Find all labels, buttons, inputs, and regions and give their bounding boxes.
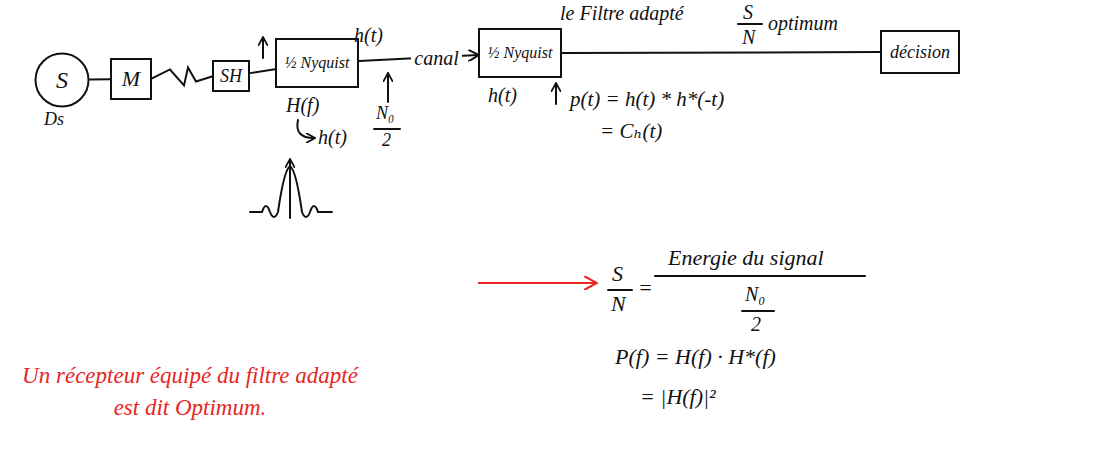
filter-box: ½ Nyquist [275,38,359,88]
fraction-bottom: 2 [382,131,391,151]
node-text: M [122,66,140,92]
fraction-bar [742,310,774,312]
node-text: ½ Nyquist [488,44,553,62]
filter-box: ½ Nyquist [478,28,562,78]
red-arrow [478,282,596,284]
source-circle: S [34,52,90,108]
node-text: décision [890,42,950,63]
output-arrow [555,84,557,104]
signal-name: H(f) [286,94,319,116]
noise-arrow [387,74,389,102]
signal-line [562,52,880,54]
title-note: le Filtre adapté [560,2,684,24]
fraction-top: S [743,1,753,23]
node-text: ½ Nyquist [285,54,350,72]
input-arrow [262,38,264,58]
sample-hold-box: SH [212,60,250,92]
modulator-box: M [110,58,152,100]
decision-box: décision [880,30,960,74]
signal-line [250,69,275,73]
signal-line [90,79,110,80]
fraction-bar [738,23,762,25]
hook-arrow [297,120,314,138]
formula: p(t) = h(t) * h*(-t) [570,88,724,111]
signal-name: h(t) [488,84,517,106]
fraction-bottom: N [742,26,755,48]
formula: = Cₕ(t) [600,120,662,143]
fraction-bottom: 2 [751,313,761,335]
node-text: SH [220,66,242,87]
fraction-bottom: N [611,292,626,316]
fraction-bar [608,289,632,291]
fraction-top: S [612,262,623,286]
edge-label: canal [411,47,461,69]
signal-line [152,67,212,85]
formula: P(f) = H(f) · H*(f) [615,345,776,369]
node-text: S [56,67,68,94]
fraction-top: Energie du signal [668,246,824,270]
source-label: Ds [44,110,64,130]
red-note: Un récepteur équipé du filtre adapté est… [20,360,360,424]
pulse-axis [289,160,291,218]
note-text: optimum [768,12,838,34]
fraction-top: N₀ [376,104,394,124]
signal-name: h(t) [318,126,347,148]
fraction-bar [374,128,400,130]
fraction-top: N₀ [745,283,765,305]
equals-sign: = [638,276,653,300]
fraction-bar [655,275,865,277]
signal-name: h(t) [354,24,383,46]
formula: = |H(f)|² [640,385,716,409]
